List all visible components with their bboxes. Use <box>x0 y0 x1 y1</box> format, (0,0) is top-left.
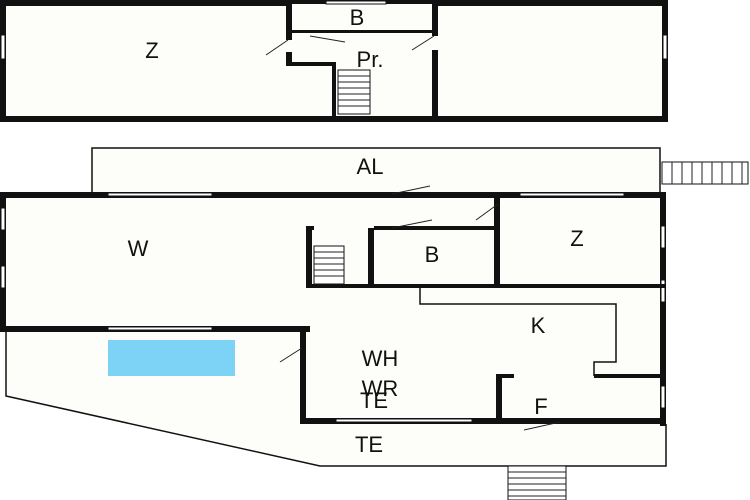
upper-wall-pr-top <box>286 62 336 66</box>
room-label-al: AL <box>357 154 384 179</box>
upper-door-swing-right <box>411 35 435 51</box>
upper-wall-top-left <box>0 0 290 6</box>
wall-b-bottom <box>312 284 666 288</box>
door-swing-z <box>475 203 499 221</box>
balcony-outline <box>91 147 661 192</box>
upper-wall-b-left-lower <box>286 52 292 66</box>
upper-door-swing-b <box>309 35 346 43</box>
lower-window-right-3 <box>660 385 666 409</box>
door-swing-wh <box>279 347 303 363</box>
lower-window-right-1 <box>660 225 666 249</box>
lower-window-left-1 <box>0 207 6 231</box>
room-label-f: F <box>534 394 547 419</box>
room-label-te-inner: TE <box>360 388 388 413</box>
wall-b-top <box>374 226 496 230</box>
kitchen-counter <box>419 288 617 376</box>
lower-wall-right <box>660 192 666 426</box>
upper-wall-top-right <box>432 0 668 6</box>
lower-wall-te-bottom <box>300 418 666 424</box>
lower-window-top-w <box>107 192 213 197</box>
upper-wall-left <box>0 0 6 122</box>
lower-window-right-2 <box>660 279 666 303</box>
lower-stairs <box>313 245 345 285</box>
upper-stairs <box>337 69 371 115</box>
upper-wall-stair-left <box>332 62 336 120</box>
wall-f-left <box>496 374 502 424</box>
wall-hall-left <box>306 228 312 288</box>
wall-f-top <box>496 374 514 378</box>
upper-room-label-z: Z <box>145 38 158 63</box>
outside-stairs-right <box>661 161 749 185</box>
upper-door-swing-left <box>265 39 289 56</box>
upper-room-label-b: B <box>350 5 365 30</box>
room-label-z: Z <box>570 226 583 251</box>
outside-stairs-bottom <box>507 465 567 500</box>
lower-wall-left <box>0 192 6 332</box>
wall-b-left <box>368 228 374 288</box>
lower-window-left-2 <box>0 265 6 289</box>
door-swing-al <box>391 185 431 195</box>
upper-wall-b-bottom <box>292 30 432 33</box>
pool <box>108 340 235 376</box>
room-label-te: TE <box>355 432 383 457</box>
upper-wall-right-lower <box>432 50 438 120</box>
room-label-b: B <box>425 242 440 267</box>
upper-window-left <box>0 34 6 60</box>
door-swing-f <box>523 421 561 431</box>
upper-window-top-b <box>325 0 387 5</box>
lower-window-top-z <box>519 192 625 197</box>
room-label-w: W <box>128 236 149 261</box>
wall-hall-left-lower <box>300 326 306 424</box>
room-label-wh: WH <box>362 346 399 371</box>
room-label-k: K <box>531 313 546 338</box>
upper-window-right <box>662 34 668 60</box>
door-swing-b <box>391 219 433 229</box>
upper-floor: Z B Pr. <box>0 0 668 122</box>
room-label-wr: WR <box>362 376 399 401</box>
terrace-outline <box>5 332 667 467</box>
lower-window-te-bottom <box>335 418 473 423</box>
upper-wall-b-left <box>286 0 292 40</box>
upper-room-label-pr: Pr. <box>357 47 384 72</box>
wall-z-top-part <box>494 196 500 208</box>
lower-wall-top <box>0 192 666 198</box>
wall-stair-top <box>306 226 314 230</box>
lower-window-w-bottom <box>107 326 213 331</box>
wall-b-right <box>494 196 500 288</box>
upper-wall-b-right <box>432 0 438 36</box>
lower-floor: AL W B Z K WH WR TE F TE <box>0 147 749 500</box>
wall-k-right-stub <box>594 374 666 378</box>
upper-wall-right <box>662 0 668 122</box>
